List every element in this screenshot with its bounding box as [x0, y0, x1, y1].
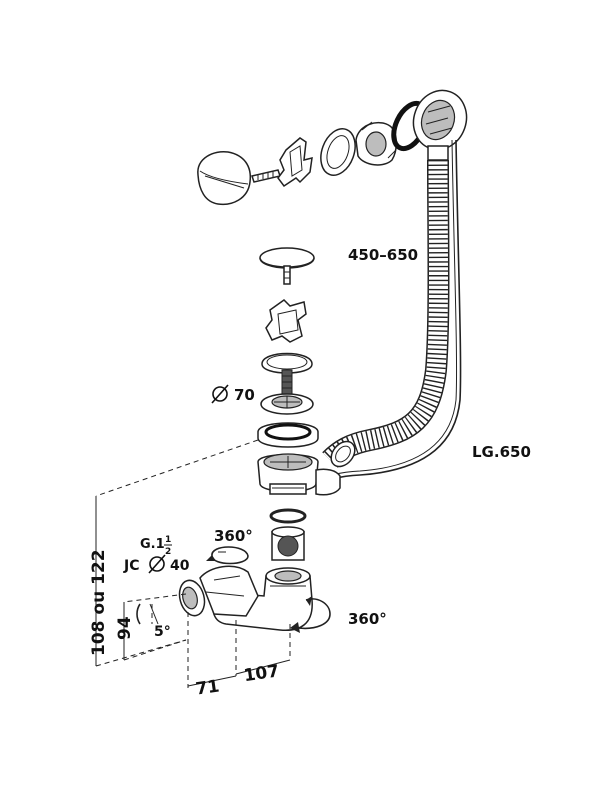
- svg-text:1: 1: [165, 535, 171, 545]
- rotation-arrow-top: [206, 555, 216, 561]
- cable-length-label: LG.650: [472, 443, 531, 461]
- hose-end-nut: [330, 440, 356, 468]
- dimension-height-inner: [123, 593, 187, 661]
- plug-cap: [259, 247, 315, 285]
- hose-length-label: 450–650: [348, 246, 418, 264]
- height-outer-label: 108 ou 122: [89, 549, 109, 656]
- diameter-symbol-icon: [148, 554, 166, 574]
- overflow-body: [412, 89, 468, 161]
- plug-spindle: [281, 369, 293, 395]
- svg-text:70: 70: [234, 386, 255, 404]
- dimension-71-label: 71: [194, 676, 220, 699]
- dimension-height-outer: [95, 439, 259, 667]
- svg-text:40: 40: [170, 558, 190, 574]
- overflow-screw: [251, 169, 281, 183]
- plug-bracket: [265, 299, 307, 343]
- jc-diameter-label: JC 40: [123, 554, 190, 574]
- angle-mark: [136, 603, 159, 625]
- fiber-washer: [269, 508, 307, 524]
- svg-text:G.1: G.1: [140, 537, 165, 552]
- diameter-symbol-icon: [211, 384, 229, 404]
- trap-body: [212, 567, 313, 632]
- rotation-arrow-right: [290, 596, 331, 633]
- overflow-seal-ring: [320, 128, 356, 176]
- waste-body: [257, 453, 341, 496]
- thread-spec-label: G.1 1 2: [140, 535, 172, 557]
- plug-ring: [261, 352, 313, 374]
- svg-text:JC: JC: [123, 558, 139, 574]
- svg-text:2: 2: [165, 547, 171, 557]
- snap-ring: [211, 546, 249, 565]
- waste-seal: [257, 422, 319, 448]
- corrugated-hose: [322, 159, 450, 468]
- trap-inlet-bend: [199, 565, 259, 617]
- overflow-cover: [197, 150, 252, 206]
- bowden-cable: [317, 139, 462, 487]
- trap-outlet-nut: [178, 579, 206, 617]
- angle-label: 5°: [154, 624, 171, 640]
- rotation-right-label: 360°: [348, 610, 387, 628]
- diameter-70-label: 70: [211, 384, 255, 404]
- waste-grid: [260, 393, 314, 415]
- overflow-bracket: [277, 137, 313, 188]
- rotation-top-label: 360°: [214, 527, 253, 545]
- dimension-horizontal: [187, 612, 291, 688]
- overflow-flange: [355, 121, 397, 166]
- union-nut: [271, 526, 305, 561]
- dimension-107-label: 107: [242, 661, 280, 686]
- height-inner-label: 94: [115, 616, 135, 640]
